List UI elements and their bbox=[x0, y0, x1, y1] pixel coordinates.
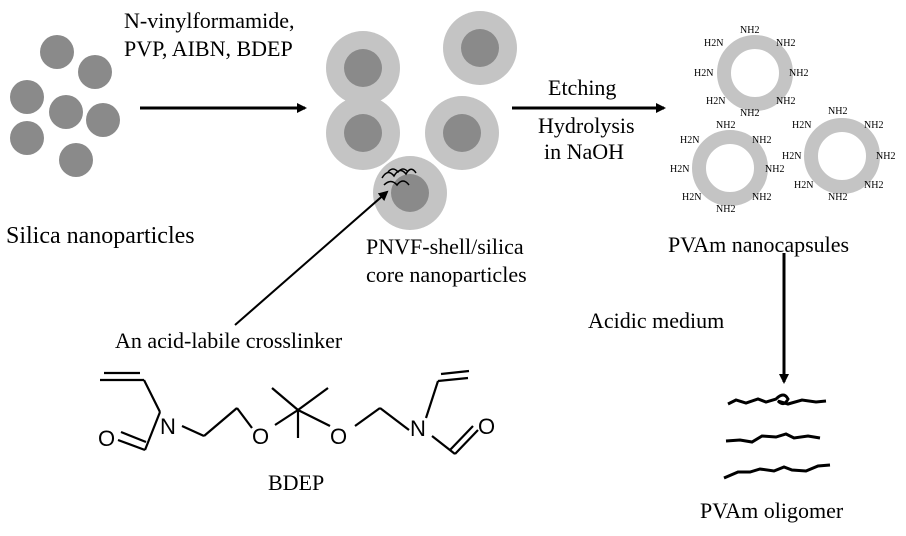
crosslinker-network-mark bbox=[381, 168, 417, 187]
amine-label: NH2 bbox=[828, 192, 847, 203]
amine-label: H2N bbox=[704, 38, 723, 49]
oligomer-chain bbox=[727, 393, 827, 406]
core-shell-particle bbox=[326, 96, 400, 170]
amine-label: NH2 bbox=[765, 164, 784, 175]
oligomer-chain bbox=[725, 432, 821, 444]
silica-particle bbox=[86, 103, 120, 137]
silica-particle bbox=[59, 143, 93, 177]
reagents-label-line2: PVP, AIBN, BDEP bbox=[124, 36, 293, 61]
amine-label: H2N bbox=[782, 151, 801, 162]
silica-label: Silica nanoparticles bbox=[6, 223, 195, 249]
nanocapsule: NH2 NH2 NH2 NH2 NH2 H2N H2N H2N bbox=[782, 106, 895, 203]
amine-label: NH2 bbox=[876, 151, 895, 162]
bdep-bonds bbox=[100, 369, 479, 455]
amine-label: H2N bbox=[682, 192, 701, 203]
amine-label: NH2 bbox=[716, 204, 735, 215]
hydrolysis-label: Hydrolysis bbox=[538, 113, 635, 138]
amine-label: NH2 bbox=[716, 120, 735, 131]
amine-label: NH2 bbox=[864, 120, 883, 131]
amine-label: H2N bbox=[670, 164, 689, 175]
atom-nitrogen: N bbox=[410, 416, 426, 441]
amine-label: NH2 bbox=[828, 106, 847, 117]
nanocapsules-label: PVAm nanocapsules bbox=[668, 232, 849, 257]
atom-oxygen: O bbox=[478, 414, 495, 439]
atom-oxygen: O bbox=[252, 424, 269, 449]
silica-nanoparticles bbox=[10, 35, 120, 177]
reagents-label-line1: N-vinylformamide, bbox=[124, 8, 294, 33]
core-shell-nanoparticles bbox=[326, 11, 517, 230]
core-shell-label-line1: PNVF-shell/silica bbox=[366, 234, 524, 259]
in-naoh-label: in NaOH bbox=[544, 139, 624, 164]
atom-oxygen: O bbox=[98, 426, 115, 451]
amine-label: NH2 bbox=[776, 96, 795, 107]
core-shell-particle bbox=[425, 96, 499, 170]
core-shell-particle bbox=[373, 156, 447, 230]
amine-label: NH2 bbox=[752, 192, 771, 203]
silica-particle bbox=[78, 55, 112, 89]
pvam-oligomers bbox=[723, 393, 831, 480]
amine-label: NH2 bbox=[776, 38, 795, 49]
bdep-structure: N O O O N O bbox=[98, 369, 495, 455]
amine-label: NH2 bbox=[864, 180, 883, 191]
core-shell-particle bbox=[443, 11, 517, 85]
core-shell-particle bbox=[326, 31, 400, 105]
amine-label: H2N bbox=[680, 135, 699, 146]
etching-label: Etching bbox=[548, 75, 616, 100]
nanocapsule: NH2 NH2 NH2 NH2 NH2 H2N H2N H2N bbox=[670, 120, 784, 215]
oligomer-chain bbox=[723, 463, 831, 480]
amine-label: H2N bbox=[694, 68, 713, 79]
oligomer-label: PVAm oligomer bbox=[700, 498, 844, 523]
silica-particle bbox=[40, 35, 74, 69]
pvam-nanocapsules: NH2 NH2 NH2 NH2 NH2 H2N H2N H2N NH2 NH2 … bbox=[670, 25, 895, 215]
amine-label: H2N bbox=[792, 120, 811, 131]
core-shell-label-line2: core nanoparticles bbox=[366, 262, 527, 287]
acidic-medium-label: Acidic medium bbox=[588, 308, 724, 333]
silica-particle bbox=[49, 95, 83, 129]
silica-particle bbox=[10, 121, 44, 155]
crosslinker-label: An acid-labile crosslinker bbox=[115, 328, 343, 353]
atom-nitrogen: N bbox=[160, 414, 176, 439]
amine-label: NH2 bbox=[752, 135, 771, 146]
amine-label: H2N bbox=[794, 180, 813, 191]
amine-label: NH2 bbox=[789, 68, 808, 79]
atom-oxygen: O bbox=[330, 424, 347, 449]
amine-label: NH2 bbox=[740, 108, 759, 119]
amine-label: H2N bbox=[706, 96, 725, 107]
nanocapsule: NH2 NH2 NH2 NH2 NH2 H2N H2N H2N bbox=[694, 25, 808, 119]
silica-particle bbox=[10, 80, 44, 114]
crosslinker-pointer-arrow bbox=[234, 190, 389, 326]
bdep-label: BDEP bbox=[268, 470, 324, 495]
amine-label: NH2 bbox=[740, 25, 759, 36]
